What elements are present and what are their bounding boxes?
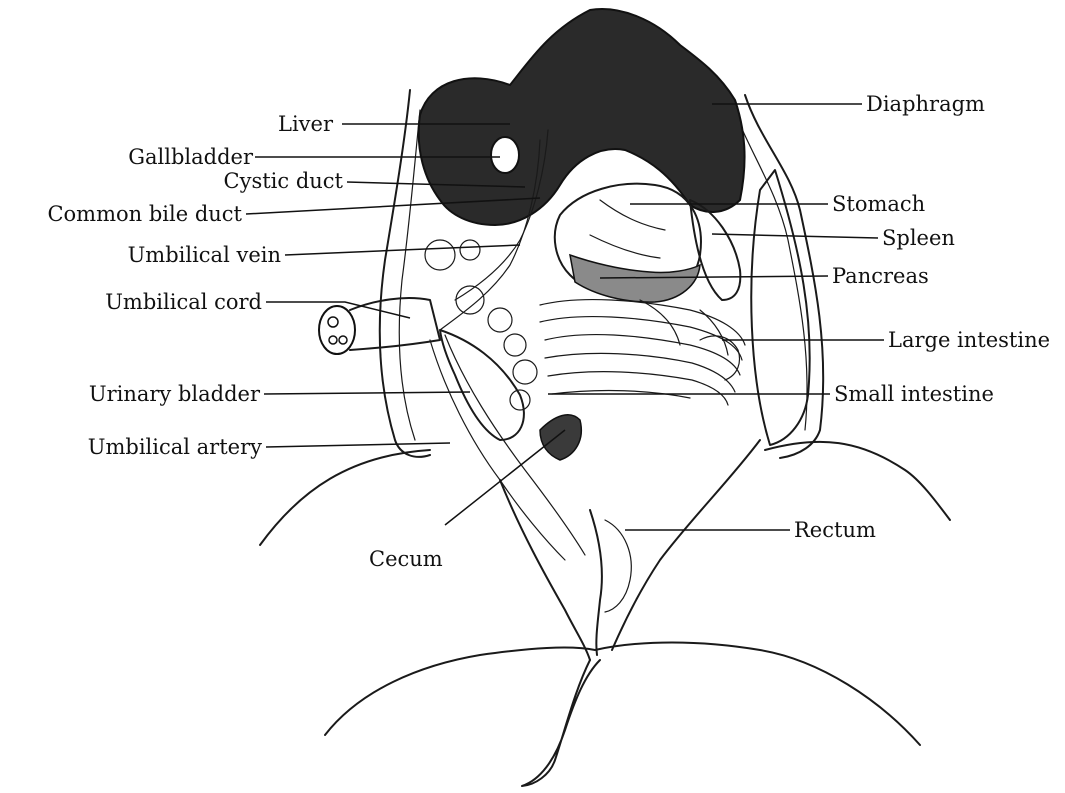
label-large-intestine: Large intestine (888, 328, 1050, 352)
small-intestine-loops (425, 240, 537, 410)
rectum-shape (590, 510, 602, 655)
large-intestine-shape (700, 336, 739, 380)
right-thigh-outline (765, 442, 950, 520)
label-pancreas: Pancreas (832, 264, 929, 288)
pelvic-wall-left (500, 480, 590, 660)
umbilical-artery-left (430, 340, 565, 560)
label-spleen: Spleen (882, 226, 955, 250)
left-thigh-outline (260, 450, 430, 545)
gallbladder-shape (491, 137, 519, 173)
stomach-folds (590, 200, 665, 258)
label-diaphragm: Diaphragm (866, 92, 985, 116)
label-umbilical-vein: Umbilical vein (128, 243, 281, 267)
pelvic-wall-right (612, 440, 760, 650)
leader-cecum (445, 430, 565, 525)
label-cystic-duct: Cystic duct (224, 169, 344, 193)
label-cecum: Cecum (369, 547, 443, 571)
label-umbilical-cord: Umbilical cord (105, 290, 262, 314)
lower-body-outline (325, 643, 920, 746)
pancreas-shape (570, 255, 700, 302)
urinary-bladder-shape (440, 330, 524, 440)
label-gallbladder: Gallbladder (128, 145, 254, 169)
cord-vessel-3 (339, 336, 347, 344)
left-body-wall-inner (399, 110, 420, 440)
right-body-wall-inner (738, 120, 807, 430)
cord-vessel-2 (329, 336, 337, 344)
cord-vessel-1 (328, 317, 338, 327)
label-rectum: Rectum (794, 518, 876, 542)
label-small-intestine: Small intestine (834, 382, 994, 406)
leader-spleen (712, 234, 878, 238)
label-umbilical-artery: Umbilical artery (88, 435, 262, 459)
leader-umbilical-artery (266, 443, 450, 447)
tail-outline (522, 660, 600, 786)
rectum-detail (605, 520, 631, 612)
leader-urinary-bladder (264, 392, 470, 394)
label-liver: Liver (278, 112, 334, 136)
cecum-shape (540, 415, 581, 460)
liver-shape (419, 9, 745, 225)
spleen-shape (690, 200, 740, 300)
label-common-bile-duct: Common bile duct (47, 202, 242, 226)
label-stomach: Stomach (832, 192, 925, 216)
intestine-coils (540, 300, 745, 405)
umbilical-cord-end (319, 306, 355, 354)
label-urinary-bladder: Urinary bladder (89, 382, 261, 406)
leader-umbilical-vein (285, 245, 520, 255)
